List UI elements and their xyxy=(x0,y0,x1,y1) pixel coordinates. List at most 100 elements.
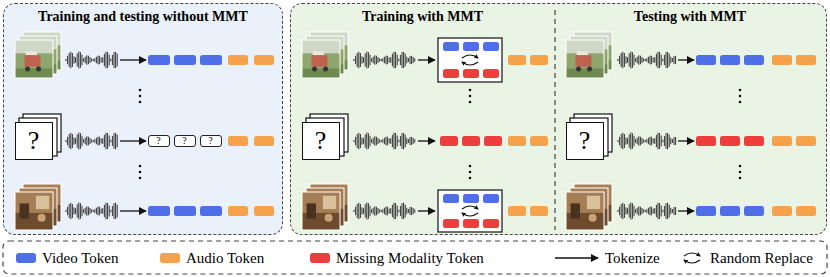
video-token xyxy=(148,206,170,216)
audio-token xyxy=(772,206,792,216)
legend-sample-slot xyxy=(555,253,599,263)
placeholder-mark: ? xyxy=(28,127,40,155)
frame-detail xyxy=(323,196,336,209)
audio-token xyxy=(254,206,274,216)
video-token xyxy=(696,206,716,216)
random-replace-icon xyxy=(462,55,478,65)
frame-detail xyxy=(36,43,47,47)
frame-detail xyxy=(566,69,604,79)
missing-modality-token xyxy=(696,136,716,146)
legend-swatch xyxy=(310,253,330,263)
missing-modality-token xyxy=(463,219,479,228)
audio-token xyxy=(772,55,792,65)
swap-arc xyxy=(462,55,478,58)
video-frame xyxy=(19,188,57,226)
panel-title: Testing with MMT xyxy=(554,4,826,25)
missing-modality-token xyxy=(443,219,459,228)
frame-border xyxy=(19,36,57,74)
ellipsis-dot xyxy=(139,95,142,98)
frame-detail xyxy=(587,43,598,47)
frame-detail xyxy=(19,209,57,226)
frame-detail xyxy=(25,199,34,214)
frame-detail xyxy=(20,203,30,218)
video-token xyxy=(443,194,459,203)
frame-detail xyxy=(30,195,39,210)
video-frame xyxy=(23,184,61,222)
video-frame xyxy=(19,36,57,74)
frame-detail xyxy=(25,55,41,66)
tokenize-arrow xyxy=(418,210,435,211)
video-token xyxy=(443,42,459,51)
frame-detail xyxy=(566,213,604,230)
audio-waveform xyxy=(618,133,676,150)
ellipsis-dot xyxy=(469,171,472,174)
legend-item: Tokenize xyxy=(555,249,660,267)
audio-waveform xyxy=(354,52,415,69)
section-divider xyxy=(554,10,555,230)
frame-detail xyxy=(566,192,604,230)
frame-detail xyxy=(576,55,592,66)
audio-waveform xyxy=(618,203,676,220)
frame-detail xyxy=(574,32,612,45)
missing-token: ? xyxy=(174,135,196,147)
frame-detail xyxy=(31,47,42,51)
frame-detail xyxy=(322,58,327,63)
missing-frame-back xyxy=(310,114,348,152)
tokenize-arrow xyxy=(418,140,435,141)
ellipsis-dot xyxy=(469,165,472,168)
missing-frame-back xyxy=(570,118,608,156)
missing-frame-back xyxy=(306,118,344,156)
video-frame xyxy=(566,40,604,78)
frame-detail xyxy=(574,32,612,70)
frame-detail xyxy=(327,192,340,205)
legend-text: Missing Modality Token xyxy=(336,249,484,267)
swap-arc xyxy=(462,206,478,209)
swap-arc xyxy=(462,62,478,65)
video-token xyxy=(463,42,479,51)
video-token xyxy=(744,55,764,65)
frame-detail xyxy=(325,214,333,222)
video-frame xyxy=(310,184,348,222)
frame-border xyxy=(570,36,608,74)
video-token xyxy=(174,55,196,65)
tokenize-arrow xyxy=(678,59,694,60)
ellipsis-dot xyxy=(469,95,472,98)
frame-detail xyxy=(46,58,51,63)
frame-border xyxy=(19,188,57,226)
video-token xyxy=(174,206,196,216)
audio-token xyxy=(796,55,816,65)
frame-detail xyxy=(317,62,322,67)
frame-detail xyxy=(15,40,53,78)
frame-detail xyxy=(310,184,348,222)
frame-detail xyxy=(44,206,52,214)
audio-token xyxy=(772,136,792,146)
frame-detail xyxy=(19,65,57,75)
ellipsis-dot xyxy=(139,101,142,104)
frame-detail xyxy=(302,40,340,78)
ellipsis-dot xyxy=(139,177,142,180)
frame-detail xyxy=(581,62,586,67)
legend-text: Tokenize xyxy=(605,249,660,267)
swap-arc xyxy=(684,260,700,263)
frame-detail xyxy=(306,36,344,74)
audio-token xyxy=(228,206,248,216)
audio-token xyxy=(530,206,548,216)
frame-detail xyxy=(592,210,600,218)
ellipsis-dot xyxy=(739,165,742,168)
frame-border xyxy=(310,184,348,222)
frame-detail xyxy=(15,192,53,230)
section-panel: Training and testing without MMT???? xyxy=(3,3,283,235)
video-frame xyxy=(15,192,53,230)
frame-detail xyxy=(581,51,597,62)
missing-frame-back xyxy=(19,118,57,156)
frame-detail xyxy=(306,188,344,226)
video-frame xyxy=(15,40,53,78)
frame-detail xyxy=(306,65,344,75)
tokenize-arrow xyxy=(120,59,146,60)
frame-detail xyxy=(19,36,57,74)
frame-detail xyxy=(15,213,53,230)
audio-token xyxy=(796,206,816,216)
frame-border xyxy=(306,36,344,74)
token-mark: ? xyxy=(208,136,212,146)
video-frame xyxy=(574,32,612,70)
